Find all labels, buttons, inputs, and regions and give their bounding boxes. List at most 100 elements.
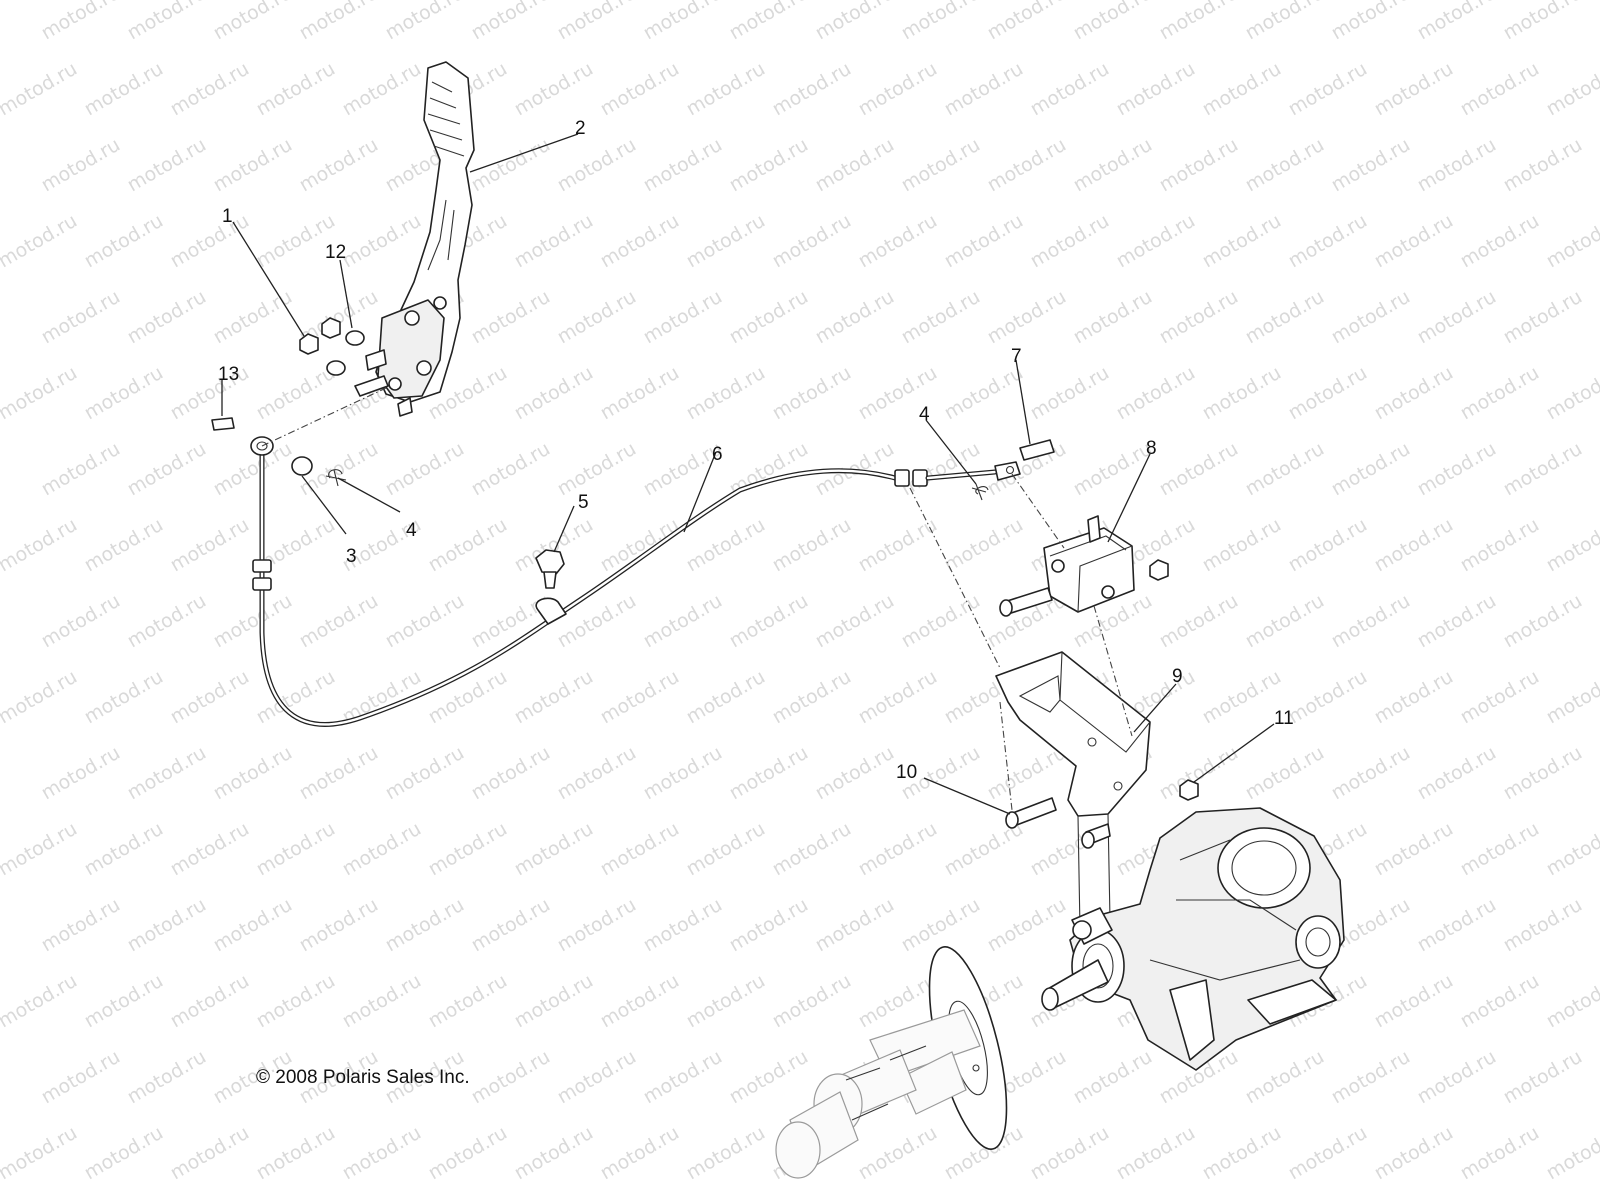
watermark-text: motod.ru <box>855 210 941 273</box>
driveshaft <box>775 1009 981 1179</box>
bolt-10-head <box>1005 811 1019 829</box>
callout-6: 6 <box>712 444 723 465</box>
watermark-text: motod.ru <box>1156 590 1242 653</box>
nut-12 <box>321 317 341 339</box>
watermark-text: motod.ru <box>855 818 941 881</box>
watermark-text: motod.ru <box>1500 134 1586 197</box>
watermark-text: motod.ru <box>1371 58 1457 121</box>
watermark-text: motod.ru <box>984 894 1070 957</box>
watermark-text: motod.ru <box>726 590 812 653</box>
watermark-text: motod.ru <box>38 1046 124 1109</box>
watermark-text: motod.ru <box>597 514 683 577</box>
watermark-text: motod.ru <box>726 286 812 349</box>
watermark-text: motod.ru <box>1414 1046 1500 1109</box>
gearcase <box>1041 807 1345 1071</box>
watermark-text: motod.ru <box>855 58 941 121</box>
watermark-text: motod.ru <box>124 438 210 501</box>
watermark-text: motod.ru <box>1027 210 1113 273</box>
watermark-text: motod.ru <box>1113 1122 1199 1185</box>
watermark-text: motod.ru <box>1500 1046 1586 1109</box>
watermark-text: motod.ru <box>1543 666 1600 729</box>
watermark-text: motod.ru <box>1500 438 1586 501</box>
watermark-text: motod.ru <box>1242 1046 1328 1109</box>
watermark-text: motod.ru <box>38 590 124 653</box>
watermark-text: motod.ru <box>167 210 253 273</box>
lever-hardware <box>211 317 389 487</box>
watermark-text: motod.ru <box>683 210 769 273</box>
watermark-text: motod.ru <box>1457 818 1543 881</box>
watermark-text: motod.ru <box>124 134 210 197</box>
watermark-text: motod.ru <box>898 286 984 349</box>
watermark-text: motod.ru <box>554 286 640 349</box>
watermark-text: motod.ru <box>468 1046 554 1109</box>
watermark-text: motod.ru <box>554 0 640 44</box>
watermark-text: motod.ru <box>296 742 382 805</box>
watermark-text: motod.ru <box>1543 210 1600 273</box>
nut-1 <box>299 333 319 355</box>
watermark-text: motod.ru <box>1156 134 1242 197</box>
nut-11 <box>1179 779 1199 801</box>
watermark-text: motod.ru <box>855 1122 941 1185</box>
watermark-text: motod.ru <box>1371 1122 1457 1185</box>
watermark-text: motod.ru <box>726 134 812 197</box>
watermark-text: motod.ru <box>253 818 339 881</box>
washer-12 <box>345 330 365 346</box>
watermark-text: motod.ru <box>1156 286 1242 349</box>
brake-lever <box>365 61 475 417</box>
watermark-text: motod.ru <box>1328 134 1414 197</box>
watermark-text: motod.ru <box>167 514 253 577</box>
watermark-text: motod.ru <box>382 590 468 653</box>
watermark-text: motod.ru <box>1328 0 1414 44</box>
watermark-text: motod.ru <box>81 818 167 881</box>
callout-labels: 1 2 3 4 4 5 6 7 8 9 10 11 12 13 <box>218 118 1294 783</box>
watermark-text: motod.ru <box>468 0 554 44</box>
watermark-text: motod.ru <box>468 742 554 805</box>
watermark-text: motod.ru <box>1371 362 1457 425</box>
watermark-text: motod.ru <box>210 286 296 349</box>
watermark-text: motod.ru <box>1414 286 1500 349</box>
watermark-text: motod.ru <box>1371 666 1457 729</box>
washer-lower <box>326 360 346 376</box>
watermark-text: motod.ru <box>1457 666 1543 729</box>
watermark-text: motod.ru <box>167 58 253 121</box>
callout-12: 12 <box>325 242 346 263</box>
watermark-text: motod.ru <box>1242 286 1328 349</box>
watermark-text: motod.ru <box>683 818 769 881</box>
watermark-text: motod.ru <box>941 362 1027 425</box>
watermark-text: motod.ru <box>1242 742 1328 805</box>
watermark-text: motod.ru <box>210 590 296 653</box>
callout-13: 13 <box>218 364 239 385</box>
copyright-notice: © 2008 Polaris Sales Inc. <box>256 1067 470 1088</box>
pin-13 <box>211 417 235 431</box>
watermark-text: motod.ru <box>554 742 640 805</box>
watermark-text: motod.ru <box>640 590 726 653</box>
watermark-text: motod.ru <box>640 894 726 957</box>
callout-2: 2 <box>575 118 586 139</box>
watermark-text: motod.ru <box>1156 438 1242 501</box>
watermark-text: motod.ru <box>640 286 726 349</box>
watermark-text: motod.ru <box>1500 590 1586 653</box>
watermark-text: motod.ru <box>0 210 81 273</box>
watermark-text: motod.ru <box>640 742 726 805</box>
watermark-text: motod.ru <box>812 134 898 197</box>
clamp-bolt-5 <box>535 549 565 589</box>
brake-caliper <box>999 515 1169 617</box>
watermark-text: motod.ru <box>597 362 683 425</box>
watermark-text: motod.ru <box>1156 0 1242 44</box>
watermark-text: motod.ru <box>769 210 855 273</box>
brake-cable <box>250 436 1021 727</box>
watermark-text: motod.ru <box>812 894 898 957</box>
watermark-text: motod.ru <box>1070 286 1156 349</box>
watermark-text: motod.ru <box>726 0 812 44</box>
watermark-text: motod.ru <box>253 58 339 121</box>
watermark-text: motod.ru <box>38 894 124 957</box>
watermark-text: motod.ru <box>597 666 683 729</box>
watermark-text: motod.ru <box>898 590 984 653</box>
watermark-text: motod.ru <box>38 742 124 805</box>
watermark-text: motod.ru <box>1285 514 1371 577</box>
watermark-text: motod.ru <box>898 894 984 957</box>
watermark-text: motod.ru <box>726 1046 812 1109</box>
lever-stud <box>354 375 389 397</box>
watermark-text: motod.ru <box>0 1122 81 1185</box>
watermark-text: motod.ru <box>511 666 597 729</box>
